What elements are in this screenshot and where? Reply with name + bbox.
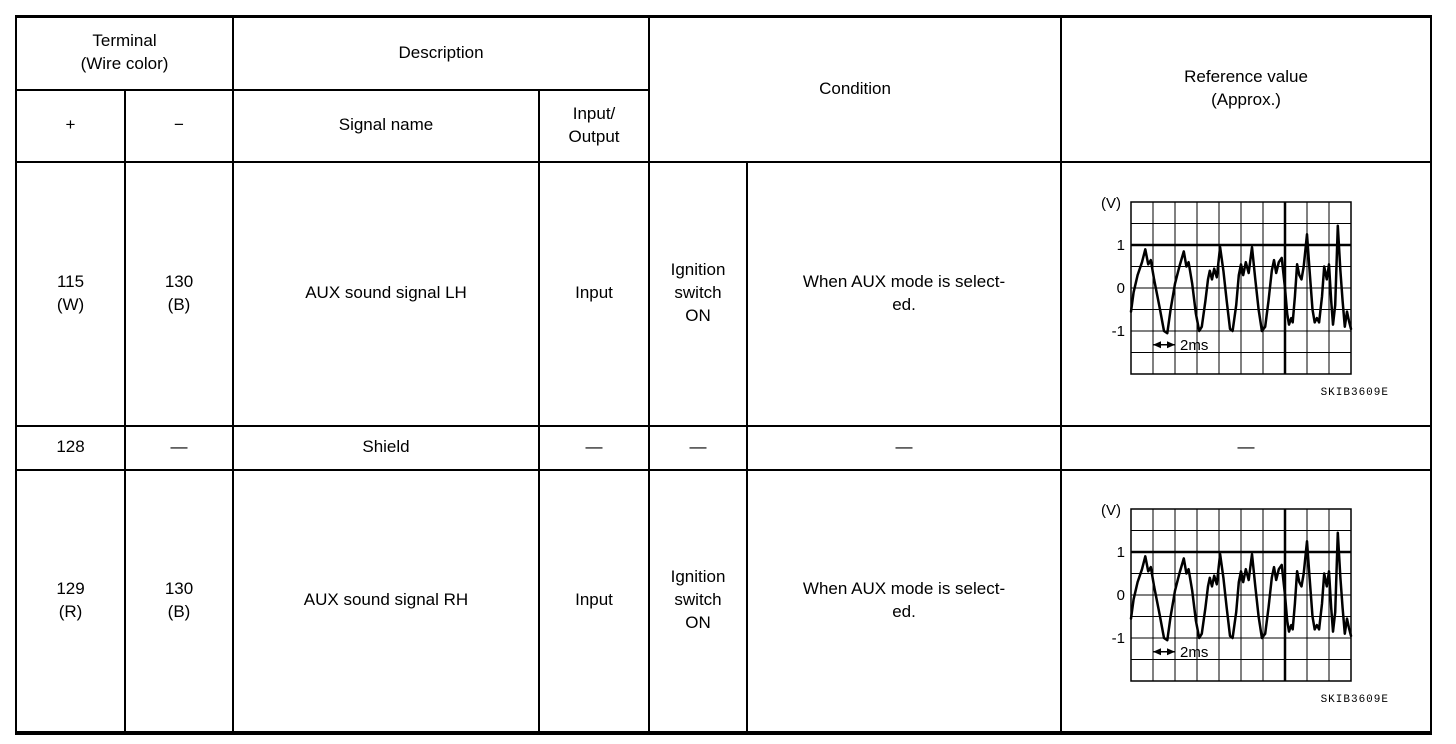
terminal-plus-cell: 128 (15, 424, 126, 471)
time-scale-arrowhead-right (1167, 340, 1176, 348)
table-row: 128 — Shield — — — — (15, 424, 1433, 471)
y-tick-label: -1 (1112, 323, 1125, 340)
terminal-minus-cell: 130 (B) (124, 468, 234, 734)
terminal-reference-table: Terminal (Wire color) Description Condit… (15, 15, 1433, 735)
condition-switch-cell: Ignition switch ON (648, 160, 749, 427)
signal-name-cell: AUX sound signal LH (232, 160, 540, 427)
input-output-cell: Input (537, 160, 651, 427)
time-scale-label: 2ms (1180, 336, 1208, 353)
condition-detail-cell: When AUX mode is select- ed. (746, 468, 1063, 734)
terminal-minus-cell: 130 (B) (124, 160, 234, 427)
input-output-cell: — (537, 424, 651, 471)
time-scale-arrowhead-left (1153, 340, 1162, 348)
terminal-minus-cell: — (124, 424, 234, 471)
scope-grid-border (1130, 507, 1352, 682)
y-tick-label: -1 (1112, 630, 1125, 647)
signal-name-cell: AUX sound signal RH (232, 468, 540, 734)
terminal-header-cell: Terminal (Wire color) (15, 15, 234, 91)
condition-detail-cell: When AUX mode is select- ed. (746, 160, 1063, 427)
terminal-plus-cell: 129 (R) (15, 468, 126, 734)
time-scale-arrowhead-left (1153, 647, 1162, 655)
condition-switch-cell: — (648, 424, 749, 471)
condition-header-cell: Condition (648, 15, 1063, 163)
header-row-1: Terminal (Wire color) Description Condit… (15, 15, 1433, 163)
y-tick-label: 0 (1117, 587, 1125, 604)
reference-value-header-cell: Reference value (Approx.) (1060, 15, 1433, 163)
input-output-cell: Input (537, 468, 651, 734)
signal-name-header-cell: Signal name (232, 88, 540, 163)
condition-detail-cell: — (746, 424, 1063, 471)
voltage-unit-label: (V) (1101, 195, 1121, 212)
reference-value-cell: — (1060, 424, 1433, 471)
table-row: 129 (R) 130 (B) AUX sound signal RH Inpu… (15, 468, 1433, 734)
terminal-plus-cell: 115 (W) (15, 160, 126, 427)
input-output-header-cell: Input/ Output (537, 88, 651, 163)
time-scale-arrowhead-right (1167, 647, 1176, 655)
figure-code-label: SKIB3609E (1321, 694, 1389, 706)
header-row-2: + − Signal name Input/ Output (15, 88, 1431, 163)
voltage-unit-label: (V) (1101, 502, 1121, 519)
scope-grid-border (1130, 200, 1352, 375)
time-scale-label: 2ms (1180, 643, 1208, 660)
description-header-cell: Description (231, 15, 651, 91)
waveform-path (1129, 223, 1353, 334)
y-tick-label: 1 (1117, 237, 1125, 254)
waveform-path (1129, 530, 1353, 641)
table-row: 115 (W) 130 (B) AUX sound signal LH Inpu… (15, 160, 1433, 427)
y-tick-label: 0 (1117, 280, 1125, 297)
minus-header-cell: − (124, 88, 234, 163)
y-tick-label: 1 (1117, 544, 1125, 561)
signal-name-cell: Shield (232, 424, 540, 471)
plus-header-cell: + (15, 88, 126, 163)
figure-code-label: SKIB3609E (1321, 387, 1389, 399)
condition-switch-cell: Ignition switch ON (648, 468, 749, 734)
